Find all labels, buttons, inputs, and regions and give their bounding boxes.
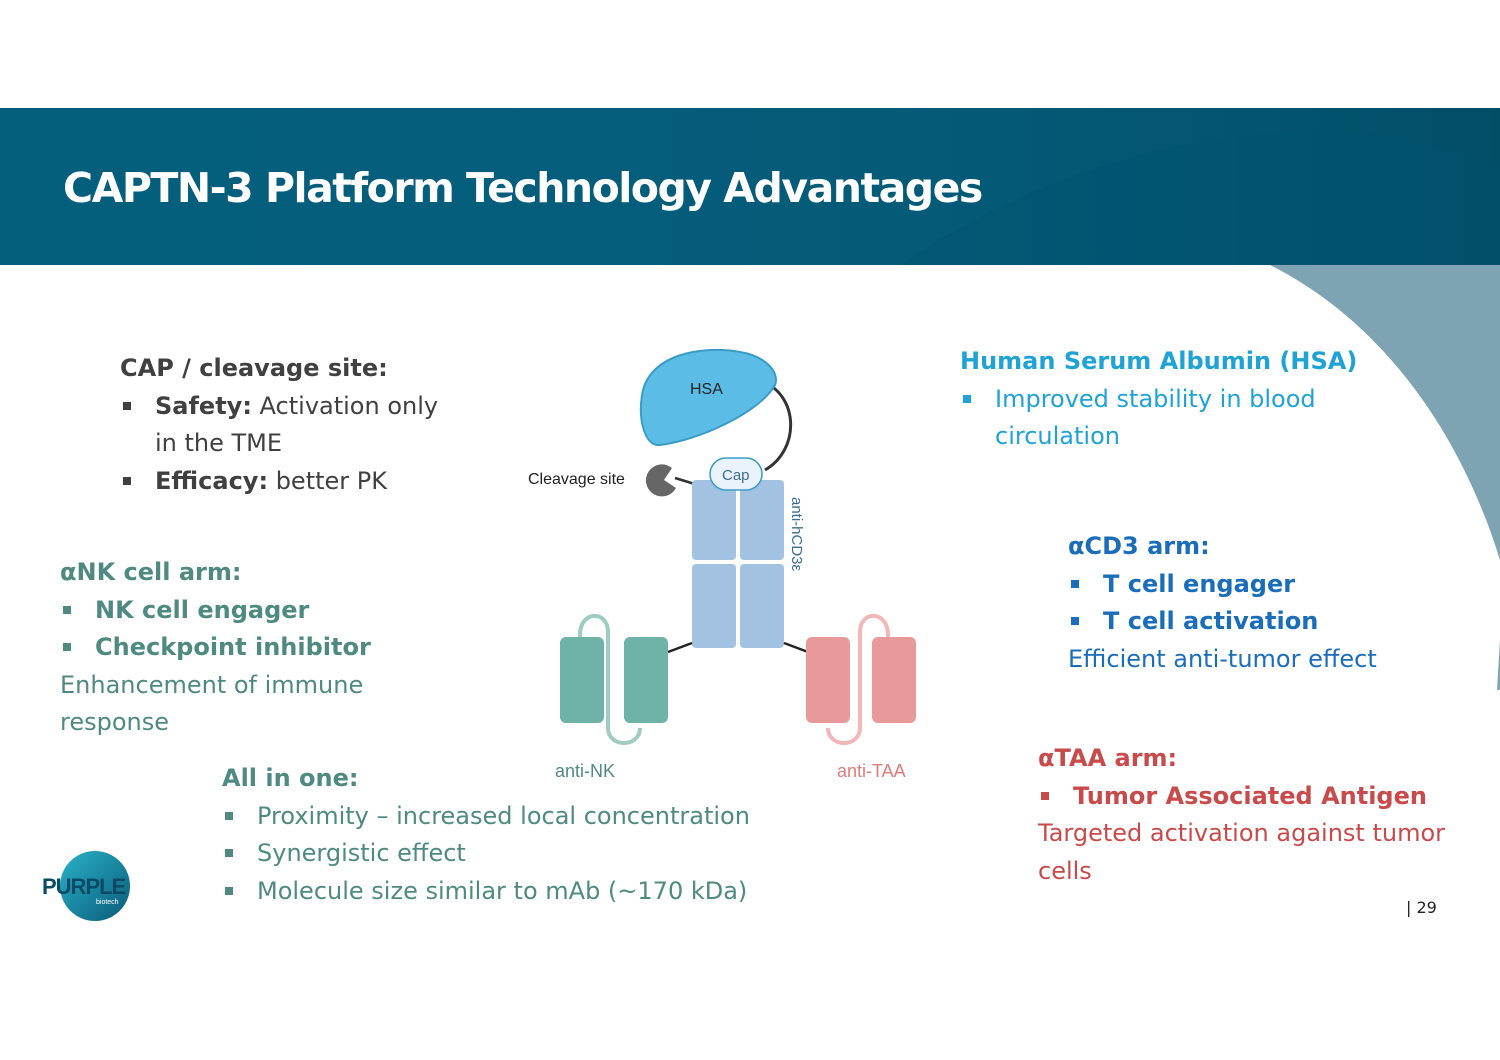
cd3-label: anti-hCD3ε <box>788 497 805 572</box>
cd3-item-text: T cell engager <box>1103 569 1296 598</box>
cap-section: CAP / cleavage site: Safety: Activation … <box>120 350 438 500</box>
all-in-one-item-text: Synergistic effect <box>257 839 466 867</box>
all-in-one-heading: All in one: <box>222 764 359 792</box>
cap-label: Cap <box>722 467 750 484</box>
taa-body-2: cells <box>1038 856 1092 885</box>
nk-heading: αNK cell arm: <box>60 558 242 586</box>
logo-text: PURPLE <box>42 874 126 899</box>
nk-body-1: Enhancement of immune <box>60 670 364 699</box>
safety-text-2: in the TME <box>155 429 283 457</box>
bullet-icon <box>1071 617 1079 625</box>
title-banner <box>0 108 1500 265</box>
safety-text: Activation only <box>251 391 439 420</box>
all-in-one-item: Synergistic effect <box>222 835 750 873</box>
taa-item: Tumor Associated Antigen <box>1038 778 1445 816</box>
bullet-icon <box>225 886 233 895</box>
logo-subtext: biotech <box>96 899 119 906</box>
taa-body-1: Targeted activation against tumor <box>1038 819 1445 847</box>
cap-item-efficacy: Efficacy: better PK <box>120 463 438 501</box>
hsa-item-text-2: circulation <box>995 422 1120 450</box>
cleavage-label: Cleavage site <box>528 471 625 488</box>
all-in-one-item-text: Proximity – increased local concentratio… <box>257 801 750 830</box>
cd3-body: Efficient anti-tumor effect <box>1068 644 1377 673</box>
cap-heading: CAP / cleavage site: <box>120 354 388 382</box>
bullet-icon <box>123 401 131 410</box>
banner-shade <box>0 108 1500 265</box>
cd3-item: T cell activation <box>1068 603 1377 641</box>
nk-list: NK cell engager Checkpoint inhibitor <box>60 592 371 667</box>
bullet-icon <box>963 394 971 403</box>
efficacy-text: better PK <box>268 466 387 495</box>
hsa-shape <box>639 348 777 447</box>
bullet-icon <box>123 476 131 485</box>
all-in-one-section: All in one: Proximity – increased local … <box>222 760 750 910</box>
hsa-item-text-1: Improved stability in blood <box>995 384 1316 413</box>
nk-connector <box>667 641 693 654</box>
bullet-icon <box>1071 579 1079 588</box>
logo-circle <box>60 851 130 921</box>
hsa-heading: Human Serum Albumin (HSA) <box>960 347 1358 375</box>
taa-item-text: Tumor Associated Antigen <box>1073 781 1427 810</box>
all-in-one-item: Proximity – increased local concentratio… <box>222 798 750 836</box>
bullet-icon <box>225 849 233 857</box>
nk-body-2: response <box>60 708 170 736</box>
cd3-list: T cell engager T cell activation <box>1068 566 1377 641</box>
all-in-one-item: Molecule size similar to mAb (~170 kDa) <box>222 873 750 911</box>
taa-domain-right <box>872 637 916 723</box>
hsa-label: HSA <box>690 381 723 398</box>
hsa-item: Improved stability in blood circulation <box>960 381 1357 456</box>
taa-connector <box>783 641 809 654</box>
nk-section: αNK cell arm: NK cell engager Checkpoint… <box>60 554 371 742</box>
cd3-arm-left-bottom <box>692 564 736 648</box>
nk-item: NK cell engager <box>60 592 371 630</box>
cap-item-safety: Safety: Activation only in the TME <box>120 388 438 463</box>
slide-title: CAPTN-3 Platform Technology Advantages <box>63 164 983 212</box>
cd3-heading: αCD3 arm: <box>1068 532 1210 560</box>
cleavage-site-shape <box>645 464 676 497</box>
bullet-icon <box>1041 791 1049 800</box>
cap-shape <box>709 457 763 491</box>
efficacy-label: Efficacy: <box>155 466 269 495</box>
nk-item-text: NK cell engager <box>95 595 310 624</box>
nk-item-text: Checkpoint inhibitor <box>95 633 371 661</box>
page-number: | 29 <box>1406 898 1437 917</box>
hsa-section: Human Serum Albumin (HSA) Improved stabi… <box>960 343 1357 456</box>
taa-domain-left <box>806 637 850 723</box>
cd3-item: T cell engager <box>1068 566 1377 604</box>
nk-loop <box>578 613 642 745</box>
cd3-arm-left-top <box>692 480 736 560</box>
all-in-one-item-text: Molecule size similar to mAb (~170 kDa) <box>257 876 748 905</box>
taa-loop <box>826 613 890 745</box>
molecule-diagram: HSA Cleavage site Cap anti-hCD3ε anti-NK… <box>528 348 916 781</box>
cd3-arm-right-top <box>740 480 784 560</box>
hsa-list: Improved stability in blood circulation <box>960 381 1357 456</box>
all-in-one-list: Proximity – increased local concentratio… <box>222 798 750 911</box>
purple-biotech-logo: PURPLE biotech <box>42 851 130 921</box>
cap-list: Safety: Activation only in the TME Effica… <box>120 388 438 501</box>
nk-item: Checkpoint inhibitor <box>60 629 371 667</box>
nk-label: anti-NK <box>555 761 615 781</box>
nk-domain-right <box>624 637 668 723</box>
safety-label: Safety: <box>155 391 252 420</box>
cd3-item-text: T cell activation <box>1103 607 1319 635</box>
taa-heading: αTAA arm: <box>1038 744 1178 772</box>
bullet-icon <box>63 643 71 651</box>
bullet-icon <box>63 605 71 614</box>
cd3-arm-right-bottom <box>740 564 784 648</box>
bullet-icon <box>225 811 233 820</box>
taa-label: anti-TAA <box>837 761 906 781</box>
nk-domain-left <box>560 637 604 723</box>
taa-list: Tumor Associated Antigen <box>1038 778 1445 816</box>
cd3-section: αCD3 arm: T cell engager T cell activati… <box>1068 528 1377 678</box>
taa-section: αTAA arm: Tumor Associated Antigen Targe… <box>1038 740 1445 890</box>
